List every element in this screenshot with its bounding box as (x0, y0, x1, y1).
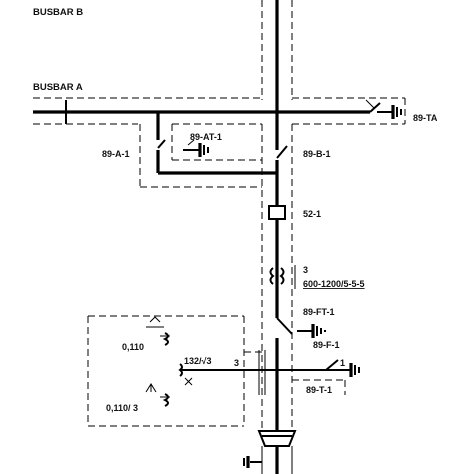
current-transformer (269, 265, 296, 318)
label-89-ta: 89-TA (413, 113, 438, 123)
cable-termination (243, 430, 297, 474)
label-89-b-1: 89-B-1 (303, 149, 331, 159)
earth-switch-89-ta (365, 99, 402, 119)
busbar-a (33, 97, 406, 125)
disconnector-89-f-1 (275, 317, 326, 430)
label-89-f-1: 89-F-1 (313, 340, 340, 350)
label-89-at-1: 89-AT-1 (190, 132, 222, 142)
potential-transformer (178, 350, 350, 395)
breaker-52-1 (268, 205, 286, 265)
earth-switch-89-at-1 (183, 139, 209, 157)
label-89-ft-1: 89-FT-1 (303, 307, 335, 317)
label-pt-count: 3 (234, 358, 239, 368)
label-89-a-1: 89-A-1 (102, 149, 130, 159)
label-52-1: 52-1 (303, 209, 321, 219)
label-pt-sec-2: 0,110/ 3 (106, 403, 138, 413)
pt-secondary-2 (145, 383, 170, 407)
busbar-a-label: BUSBAR A (33, 82, 83, 93)
disconnector-89-b-1 (261, 124, 293, 310)
label-ct-ratio: 600-1200/5-5-5 (303, 279, 365, 289)
label-89-t-1: 89-T-1 (306, 385, 332, 395)
pt-secondary-1 (146, 316, 170, 346)
disconnector-89-a-1 (139, 112, 277, 188)
label-pt-ratio: 132/√3 (184, 356, 211, 366)
earth-switch-89-t-1 (292, 359, 360, 395)
label-pt-sec-1: 0,110 (122, 342, 144, 352)
label-89-t-1-count: 1 (340, 358, 345, 368)
busbar-b-label: BUSBAR B (33, 7, 83, 18)
busbar-b-trunk (261, 0, 293, 150)
label-ct-count: 3 (303, 265, 308, 275)
